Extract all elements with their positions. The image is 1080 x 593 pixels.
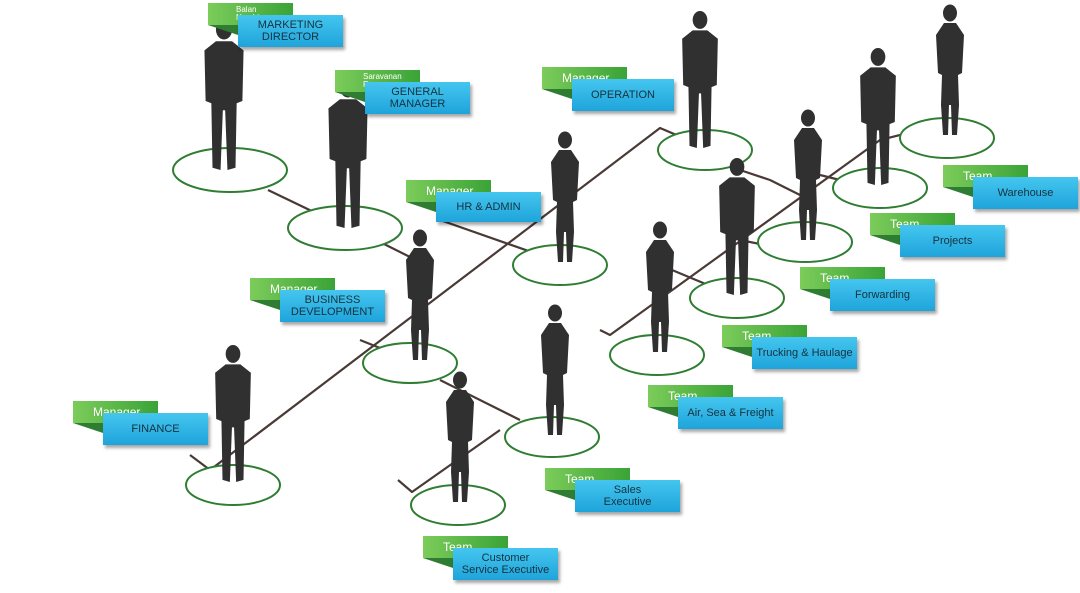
woman-silhouette-icon (446, 371, 474, 502)
node-title: Projects (932, 235, 973, 247)
node-title-box: Forwarding (830, 279, 935, 311)
node-title: BUSINESS DEVELOPMENT (290, 294, 375, 318)
node-title-box: GENERAL MANAGER (365, 82, 470, 114)
man-silhouette-icon (719, 157, 755, 295)
node-title: MARKETING DIRECTOR (257, 19, 324, 43)
tag-flap (800, 289, 830, 299)
tag-flap (73, 423, 103, 433)
org-node: Saravanan RamayaGENERAL MANAGER (335, 70, 470, 114)
node-title-box: Sales Executive (575, 480, 680, 512)
node-title-box: BUSINESS DEVELOPMENT (280, 290, 385, 322)
tag-flap (870, 235, 900, 245)
node-title: GENERAL MANAGER (389, 86, 446, 110)
node-title-box: Trucking & Haulage (752, 337, 857, 369)
connector-line (439, 379, 521, 421)
man-silhouette-icon (860, 47, 896, 185)
node-title: HR & ADMIN (456, 201, 521, 213)
tag-flap (250, 300, 280, 310)
node-title-box: Customer Service Executive (453, 548, 558, 580)
platform-ring (832, 167, 928, 209)
node-title: Trucking & Haulage (756, 347, 853, 359)
tag-flap (722, 347, 752, 357)
woman-silhouette-icon (406, 229, 434, 360)
node-title-box: FINANCE (103, 413, 208, 445)
connector-line (739, 168, 801, 196)
tag-flap (943, 187, 973, 197)
platform-ring (362, 342, 458, 384)
tag-flap (208, 25, 238, 35)
man-silhouette-icon (682, 10, 718, 148)
man-silhouette-icon (215, 344, 251, 482)
node-title: Air, Sea & Freight (687, 407, 774, 419)
woman-silhouette-icon (646, 221, 674, 352)
node-title-box: MARKETING DIRECTOR (238, 15, 343, 47)
node-title: Warehouse (997, 187, 1054, 199)
node-title: FINANCE (131, 423, 180, 435)
node-title-box: Warehouse (973, 177, 1078, 209)
woman-silhouette-icon (794, 109, 822, 240)
tag-flap (406, 202, 436, 212)
tag-flap (423, 558, 453, 568)
woman-silhouette-icon (551, 131, 579, 262)
tag-flap (542, 89, 572, 99)
tag-flap (648, 407, 678, 417)
org-node: Balan NambiarMARKETING DIRECTOR (208, 3, 343, 47)
node-title: Sales Executive (603, 484, 652, 508)
node-title-box: Projects (900, 225, 1005, 257)
node-title: Customer Service Executive (461, 552, 550, 576)
platform-ring (689, 277, 785, 319)
woman-silhouette-icon (541, 304, 569, 435)
node-title: Forwarding (854, 289, 911, 301)
node-title-box: Air, Sea & Freight (678, 397, 783, 429)
node-title: OPERATION (591, 89, 655, 101)
tag-flap (545, 490, 575, 500)
platform-ring (185, 464, 281, 506)
tag-flap (335, 92, 365, 102)
node-title-box: HR & ADMIN (436, 192, 541, 222)
connector-line (397, 429, 501, 494)
woman-silhouette-icon (936, 4, 964, 135)
node-title-box: OPERATION (572, 79, 674, 111)
